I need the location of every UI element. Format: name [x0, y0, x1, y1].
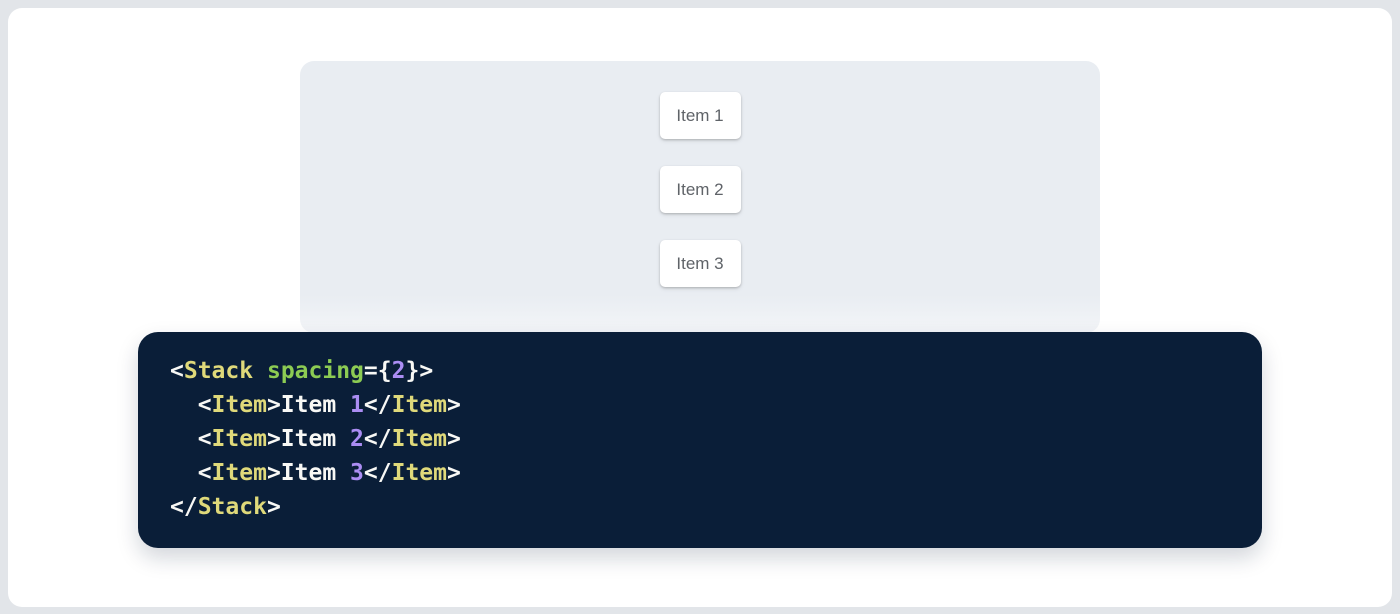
code-token-plain: Item: [280, 426, 351, 452]
code-token-punct: <: [170, 426, 212, 452]
stack-item-label: Item 1: [676, 106, 724, 125]
code-token-attr: spacing: [266, 358, 364, 384]
code-token-punct: >: [266, 392, 281, 418]
code-line: <Item>Item 1</Item>: [170, 388, 1230, 422]
stack-container: Item 1 Item 2 Item 3: [300, 92, 1100, 287]
code-token-punct: >: [447, 392, 461, 418]
code-token-punct: >: [447, 426, 461, 452]
code-line: <Item>Item 3</Item>: [170, 456, 1230, 490]
code-line: <Stack spacing={2}>: [170, 354, 1230, 388]
code-token-plain: Item: [280, 460, 351, 486]
stack-item-label: Item 2: [676, 180, 724, 199]
code-token-punct: </: [363, 460, 392, 486]
stack-item: Item 2: [659, 166, 741, 213]
code-block: <Stack spacing={2}> <Item>Item 1</Item> …: [138, 332, 1262, 548]
code-token-plain: [253, 358, 267, 384]
stack-item: Item 3: [659, 240, 741, 287]
code-token-tag: Item: [391, 426, 447, 452]
code-token-punct: >: [266, 460, 281, 486]
code-token-tag: Item: [211, 392, 267, 418]
code-token-punct: }>: [405, 358, 434, 384]
code-token-tag: Item: [211, 460, 267, 486]
code-token-plain: Item: [280, 392, 351, 418]
code-token-num: 2: [350, 426, 364, 452]
code-line: <Item>Item 2</Item>: [170, 422, 1230, 456]
code-token-punct: >: [266, 426, 281, 452]
code-token-punct: </: [170, 494, 198, 520]
code-token-tag: Item: [391, 460, 447, 486]
code-line: </Stack>: [170, 490, 1230, 524]
code-token-tag: Stack: [183, 358, 254, 384]
code-token-punct: >: [266, 494, 281, 520]
code-token-tag: Item: [211, 426, 267, 452]
stack-preview-panel: Item 1 Item 2 Item 3: [300, 61, 1100, 333]
code-token-punct: <: [170, 358, 184, 384]
code-token-punct: >: [447, 460, 461, 486]
code-token-punct: </: [363, 392, 392, 418]
stack-item-label: Item 3: [676, 254, 724, 273]
code-token-tag: Item: [391, 392, 447, 418]
code-token-punct: </: [363, 426, 392, 452]
code-token-punct: ={: [363, 358, 392, 384]
page-canvas: Item 1 Item 2 Item 3 <Stack spacing={2}>…: [8, 8, 1392, 607]
code-token-num: 1: [350, 392, 364, 418]
stack-item: Item 1: [659, 92, 741, 139]
code-token-punct: <: [170, 460, 212, 486]
code-token-num: 2: [391, 358, 406, 384]
code-token-num: 3: [350, 460, 364, 486]
code-token-punct: <: [170, 392, 212, 418]
code-token-tag: Stack: [197, 494, 267, 520]
